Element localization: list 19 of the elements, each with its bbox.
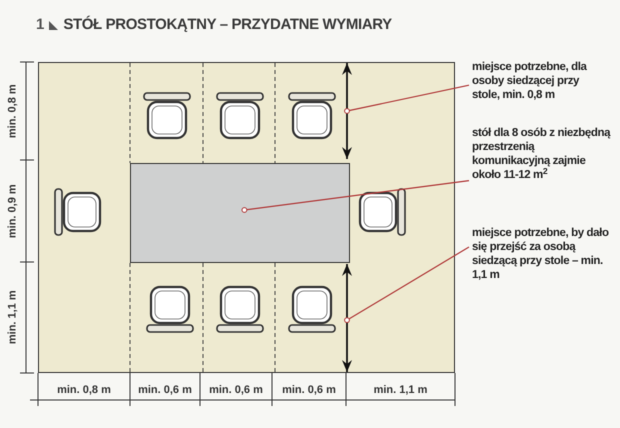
callout-text: miejsce potrzebne, dla osoby siedzącej przy stole, min. 0,8 m	[472, 60, 596, 102]
dimension-label: min. 0,6 m	[209, 383, 263, 398]
figure-number: 1	[36, 15, 44, 35]
dimension-label: min. 0,8 m	[6, 84, 20, 138]
dimension-label: min. 0,6 m	[138, 383, 192, 398]
callout-text: miejsce potrzebne, by dało się przejść za osobą siedzącą przy stole – min. 1,1 m	[472, 226, 618, 282]
table-rectangle	[130, 163, 350, 263]
dimension-arrow	[342, 264, 352, 372]
leader-line	[242, 180, 470, 213]
leader-line	[344, 84, 470, 114]
dimension-label: min. 1,1 m	[374, 383, 428, 398]
dimension-label: min. 0,9 m	[6, 184, 20, 238]
dimension-label: min. 1,1 m	[6, 290, 20, 344]
callout-text: stół dla 8 osób z niezbędną przestrzenią komunikacyjną zajmie około 11-12 m$^{2}$	[472, 126, 612, 182]
dimension-label: min. 0,6 m	[282, 383, 336, 398]
dimension-arrow	[342, 63, 352, 159]
leader-line	[344, 246, 470, 324]
title: STÓŁ PROSTOKĄTNY – PRZYDATNE WYMIARY	[63, 14, 392, 35]
dimension-label: min. 0,8 m	[57, 383, 111, 398]
